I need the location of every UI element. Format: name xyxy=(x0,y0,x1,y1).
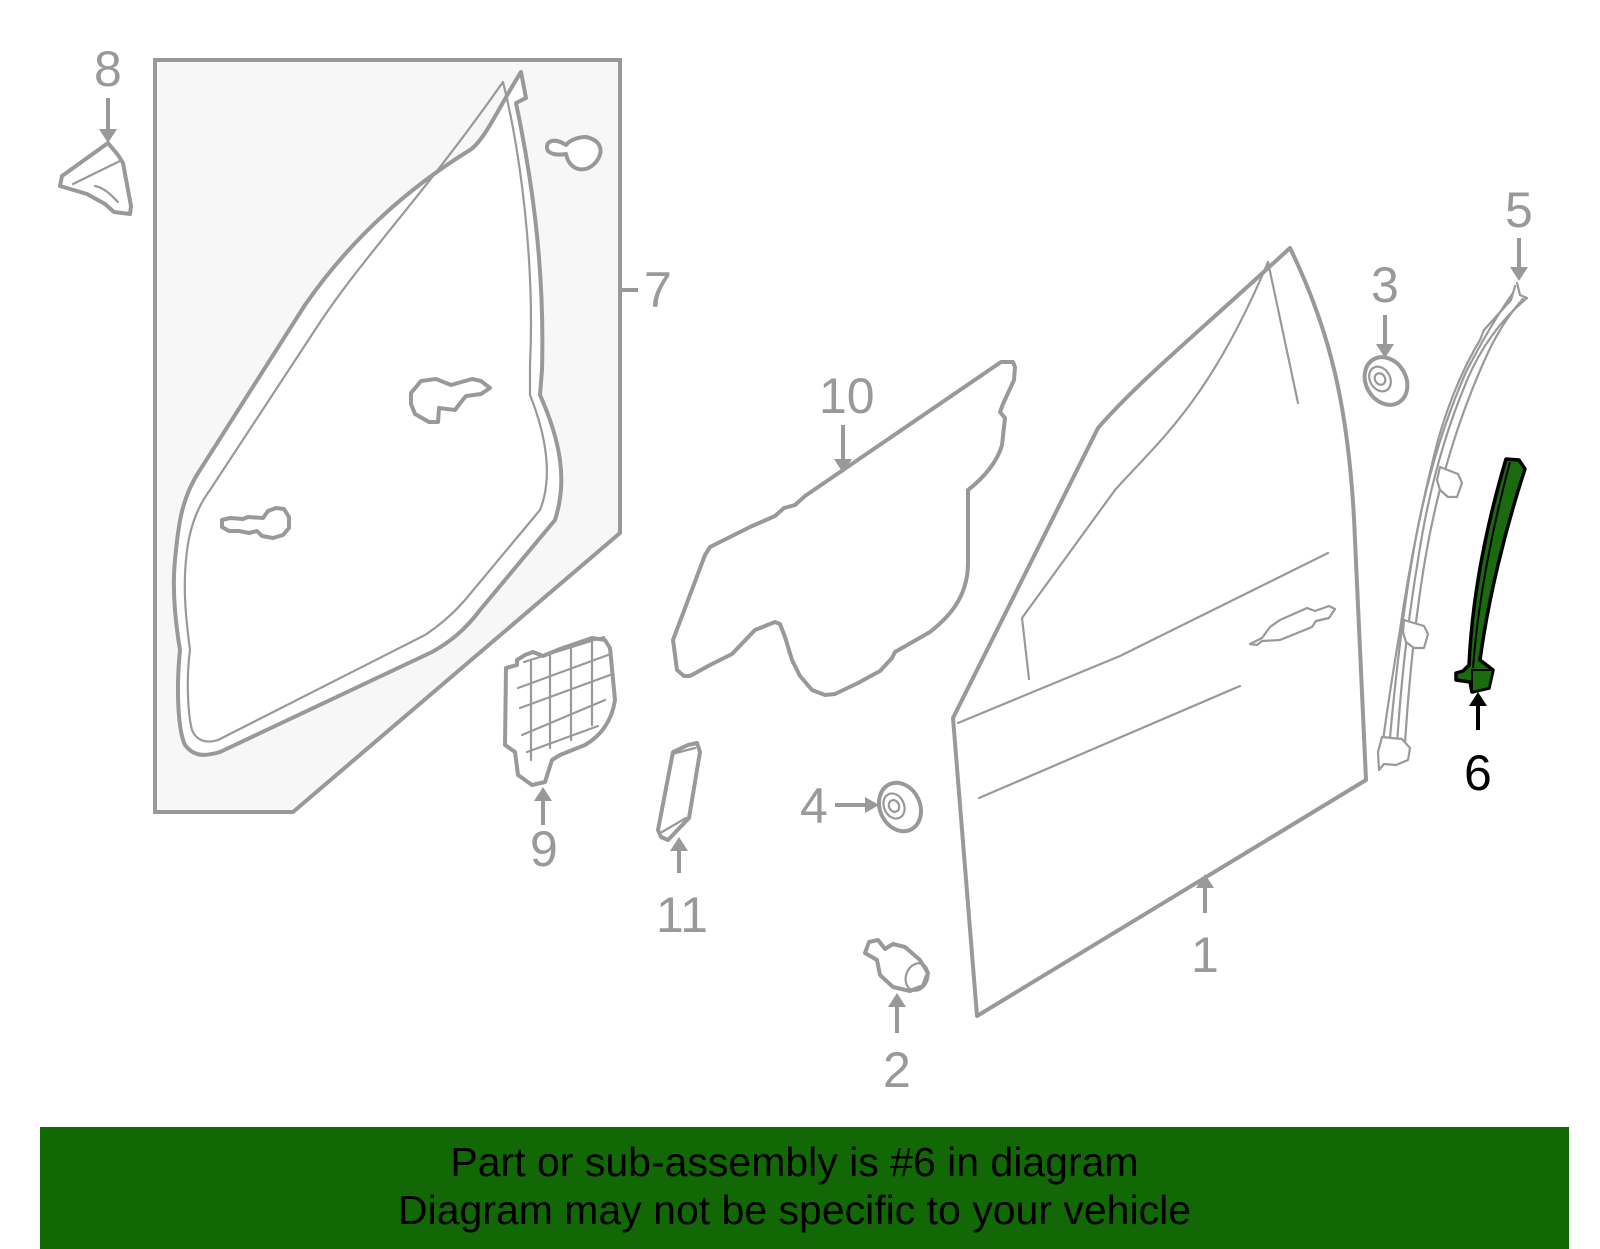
part-7-seal-inner xyxy=(183,80,548,743)
part-3-grommet[interactable] xyxy=(1356,315,1416,413)
part-5-clip-a xyxy=(1435,465,1464,499)
part-5-rear-channel[interactable] xyxy=(1376,238,1529,772)
part-4-grommet[interactable] xyxy=(835,776,929,838)
arrowhead-4 xyxy=(865,797,879,813)
part-10-water-deflector[interactable] xyxy=(671,360,1017,697)
part-3-inner xyxy=(1373,372,1387,386)
part-7-clip-a xyxy=(409,377,492,424)
part-4-inner xyxy=(887,799,901,813)
callout-7[interactable]: 7 xyxy=(644,262,672,318)
callout-4[interactable]: 4 xyxy=(800,778,828,834)
part-1-outline xyxy=(951,246,1368,1018)
callout-8[interactable]: 8 xyxy=(94,41,122,97)
part-7-weatherstrip-kit[interactable] xyxy=(153,58,638,814)
arrowhead-9 xyxy=(534,787,552,801)
part-7-clip-c xyxy=(545,135,603,172)
part-1-window-frame xyxy=(1020,260,1300,681)
arrowhead-2 xyxy=(888,993,906,1007)
part-10-shape xyxy=(671,360,1017,697)
banner-line-disclaimer: Diagram may not be specific to your vehi… xyxy=(397,1187,1191,1233)
part-9-grille[interactable] xyxy=(503,635,617,825)
callout-2[interactable]: 2 xyxy=(883,1042,911,1098)
part-11-cap[interactable] xyxy=(656,741,702,873)
part-3-mid xyxy=(1368,365,1392,393)
part-5-rail-inner xyxy=(1378,284,1517,767)
part-5-clip-c xyxy=(1376,735,1412,772)
part-5-clip-b xyxy=(1401,618,1430,650)
callout-9[interactable]: 9 xyxy=(530,821,558,877)
part-6-sash-garnish[interactable] xyxy=(1454,457,1527,730)
arrowhead-5 xyxy=(1510,267,1528,281)
arrowhead-11 xyxy=(670,837,688,851)
part-1-handle xyxy=(1248,604,1337,647)
arrowhead-3 xyxy=(1376,344,1394,358)
arrowhead-8 xyxy=(99,129,117,143)
part-5-rail-edge xyxy=(1402,297,1525,762)
part-2-plug[interactable] xyxy=(863,938,932,1033)
part-6-inner-edge xyxy=(1472,461,1511,669)
part-1-belt-line xyxy=(956,551,1330,725)
callout-3[interactable]: 3 xyxy=(1371,257,1399,313)
part-2-shape xyxy=(863,938,930,993)
part-11-edge xyxy=(660,746,697,834)
part-1-body-line xyxy=(977,684,1242,800)
part-2-face xyxy=(904,962,930,992)
arrowhead-6 xyxy=(1469,692,1487,706)
info-banner: Part or sub-assembly is #6 in diagram Di… xyxy=(40,1127,1569,1249)
part-4-mid xyxy=(882,792,906,820)
callout-5[interactable]: 5 xyxy=(1505,182,1533,238)
callout-1[interactable]: 1 xyxy=(1191,927,1219,983)
arrowhead-1 xyxy=(1196,874,1214,888)
callout-10[interactable]: 10 xyxy=(819,368,875,424)
banner-line-part-number: Part or sub-assembly is #6 in diagram xyxy=(450,1139,1139,1185)
part-1-door-shell[interactable] xyxy=(951,246,1368,1018)
part-11-shape xyxy=(656,741,702,842)
part-9-frame xyxy=(503,636,617,787)
callout-11[interactable]: 11 xyxy=(656,887,708,943)
callout-6[interactable]: 6 xyxy=(1464,745,1492,801)
part-8-corner-piece[interactable] xyxy=(58,98,133,216)
part-7-clip-b xyxy=(220,506,291,540)
part-7-seal-outer xyxy=(171,70,564,757)
part-8-curve xyxy=(93,184,120,204)
part-8-edge xyxy=(71,158,124,186)
arrowhead-10 xyxy=(834,459,852,473)
part-9-grid xyxy=(516,635,612,762)
part-6-tab xyxy=(1471,669,1495,694)
part-8-shape xyxy=(58,141,133,216)
part-5-rail-outer xyxy=(1394,281,1529,762)
part-6-shape xyxy=(1454,457,1527,694)
